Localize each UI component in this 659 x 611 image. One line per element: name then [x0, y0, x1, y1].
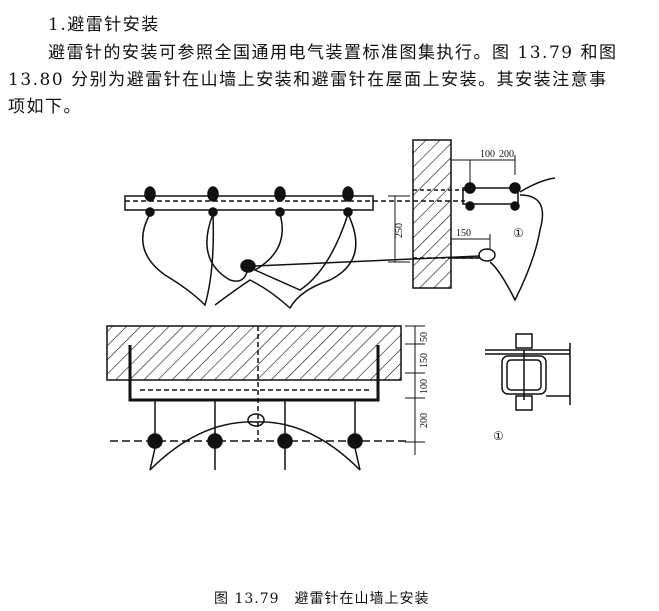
dim-150-hook: 150	[456, 228, 471, 239]
bottom-plan-view	[106, 325, 425, 471]
paragraph-line: 避雷针的安装可参照全国通用电气装置标准图集执行。图 13.79 和图	[48, 43, 618, 63]
paragraph-line: 项如下。	[8, 97, 82, 117]
paragraph-line: 13.80 分别为避雷针在山墙上安装和避雷针在屋面上安装。其安装注意事	[8, 70, 608, 90]
figure-caption: 图 13.79 避雷针在山墙上安装	[214, 591, 430, 607]
detail-marker: ①	[493, 429, 504, 443]
dim-100: 100	[419, 379, 430, 394]
detail-marker: ①	[513, 226, 524, 240]
dim-200: 200	[499, 149, 514, 160]
dim-200: 200	[419, 413, 430, 428]
dim-150: 150	[419, 353, 430, 368]
wall-section	[412, 139, 556, 302]
section-heading: 1.避雷针安装	[48, 15, 160, 35]
dim-100: 100	[480, 149, 495, 160]
dim-250: 250	[394, 223, 405, 238]
dim-50: 50	[419, 332, 430, 342]
clamp-detail	[485, 333, 571, 411]
